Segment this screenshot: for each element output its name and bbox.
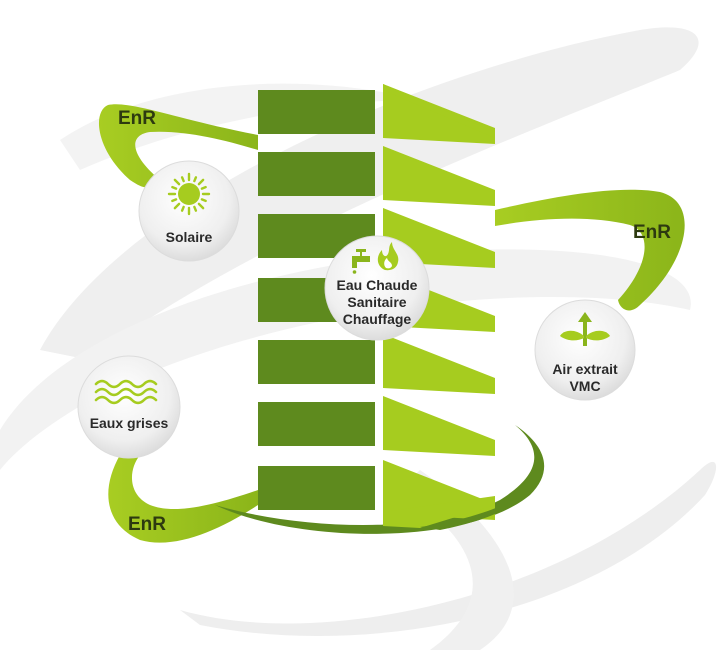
node-solaire-label: Solaire: [166, 229, 213, 245]
sun-ray: [173, 178, 181, 186]
node-eau-chaude-line-2: Sanitaire: [347, 294, 406, 310]
building-floor-left: [258, 466, 375, 510]
sun-ray: [171, 198, 178, 203]
building-floor-left: [258, 152, 375, 196]
sun-ray: [197, 178, 205, 186]
node-eau-chaude-line-3: Chauffage: [343, 311, 412, 327]
sun-ray: [197, 202, 205, 210]
sun-ray: [173, 202, 181, 210]
node-eaux-grises: Eaux grises: [77, 355, 181, 459]
node-eaux-grises-label: Eaux grises: [90, 415, 169, 431]
sun-ray: [200, 198, 207, 203]
building-cap: [383, 84, 495, 138]
enr-label-bottom-left: EnR: [128, 514, 166, 535]
waves-icon: [94, 379, 158, 405]
building-floor-left: [258, 402, 375, 446]
building-floor-left: [258, 340, 375, 384]
node-solaire: Solaire: [138, 160, 240, 262]
sun-ray: [193, 176, 198, 183]
sun-ray: [180, 176, 185, 183]
enr-label-right: EnR: [633, 222, 671, 243]
sun-ray: [200, 185, 207, 190]
sun-ray: [180, 205, 185, 212]
sun-icon: [167, 172, 211, 216]
node-eau-chaude-line-1: Eau Chaude: [337, 277, 418, 293]
building-floor-right: [383, 334, 495, 394]
orbit-ring-front: [420, 490, 530, 530]
fan-arrow-icon: [560, 312, 610, 346]
building-floor-left: [258, 90, 375, 134]
node-air-extrait: Air extrait VMC: [534, 299, 636, 401]
sun-ray: [193, 205, 198, 212]
building-base: [383, 496, 495, 528]
node-air-extrait-line-1: Air extrait: [552, 361, 618, 377]
building-floor-right: [383, 146, 495, 206]
tap-flame-icon: [352, 242, 399, 274]
sun-ray: [171, 185, 178, 190]
node-air-extrait-line-2: VMC: [569, 378, 600, 394]
enr-arms: [98, 104, 685, 543]
enr-label-top-left: EnR: [118, 108, 156, 129]
node-eau-chaude: Eau Chaude Sanitaire Chauffage: [324, 235, 430, 341]
building-floor-right: [383, 396, 495, 456]
